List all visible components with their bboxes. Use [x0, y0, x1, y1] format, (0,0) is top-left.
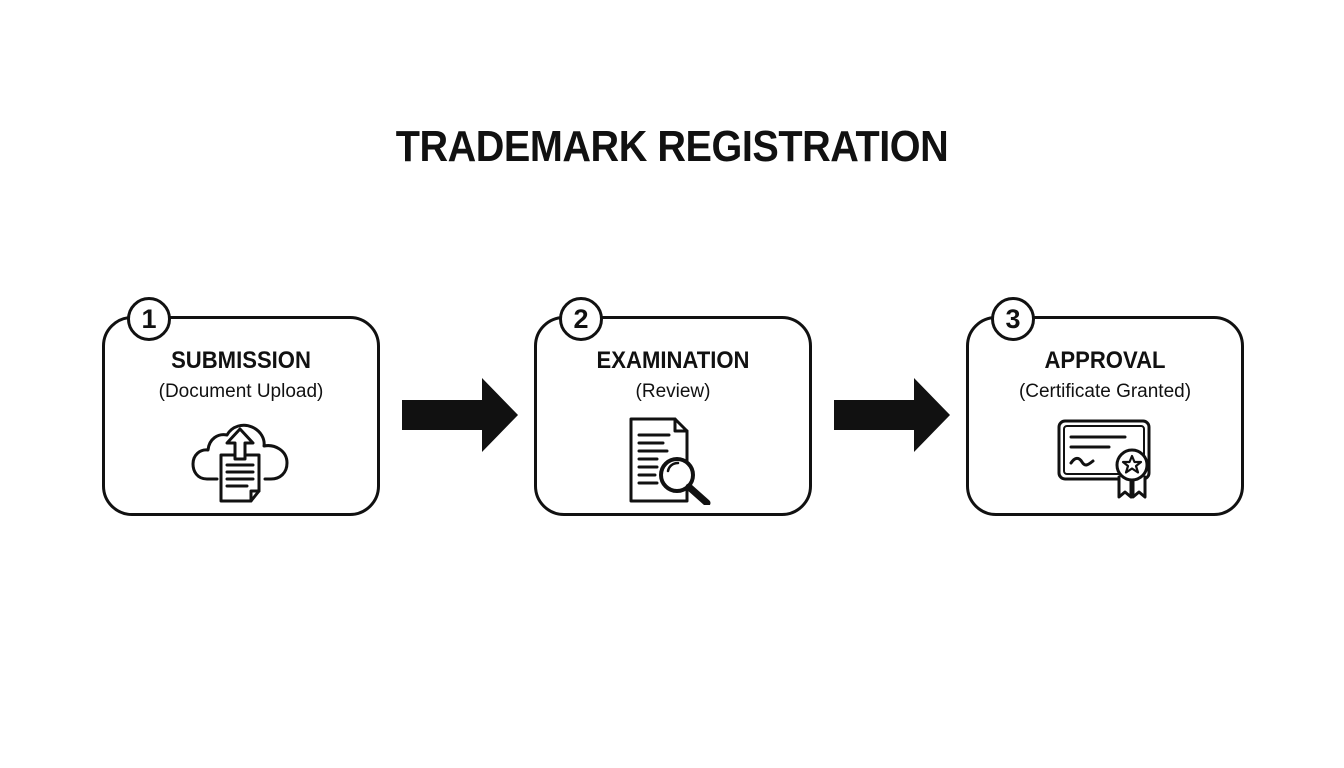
step-title: APPROVAL — [1044, 347, 1166, 374]
certificate-ribbon-icon — [1057, 419, 1151, 499]
step-card-examination: 2 EXAMINATION (Review) — [534, 297, 812, 516]
page-title: TRADEMARK REGISTRATION — [395, 122, 949, 171]
cloud-upload-document-icon — [191, 423, 289, 503]
arrow-right-icon — [834, 378, 950, 452]
step-card-submission: 1 SUBMISSION (Document Upload) — [102, 297, 380, 516]
step-subtitle: (Certificate Granted) — [1018, 381, 1192, 402]
step-number-badge: 1 — [127, 297, 171, 341]
step-subtitle: (Review) — [635, 381, 711, 402]
step-number-badge: 3 — [991, 297, 1035, 341]
arrow-right-icon — [402, 378, 518, 452]
step-subtitle: (Document Upload) — [158, 381, 324, 402]
document-magnifier-icon — [629, 417, 711, 505]
step-title: SUBMISSION — [171, 347, 311, 374]
step-title: EXAMINATION — [596, 347, 750, 374]
step-number-badge: 2 — [559, 297, 603, 341]
step-card-approval: 3 APPROVAL (Certificate Granted) — [966, 297, 1244, 516]
